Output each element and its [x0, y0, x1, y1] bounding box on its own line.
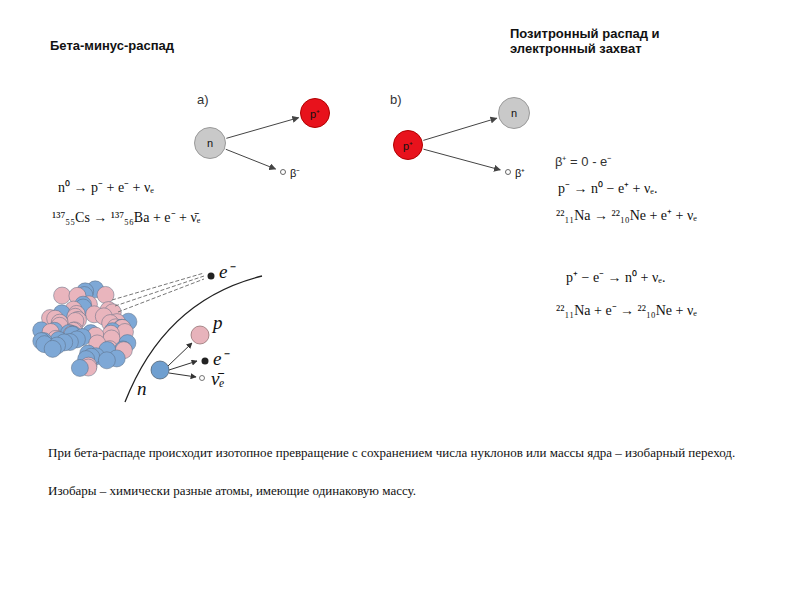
particle-label: p: [213, 312, 223, 334]
decay-arrow: [226, 149, 276, 169]
decay-arrow: [226, 118, 298, 139]
particle-circle: n: [194, 127, 226, 159]
particle-label: e⁻: [213, 345, 227, 371]
reaction-formula: ¹³⁷₅₅Cs → ¹³⁷₅₆Ba + e⁻ + ν̄ₑ: [52, 207, 200, 226]
particle-label: n: [137, 378, 147, 400]
electron-dot: [208, 273, 215, 280]
decay-arrow: [423, 118, 496, 140]
particle-circle: p⁺: [393, 130, 423, 160]
particle-dot: [505, 169, 511, 175]
section-heading: Позитронный распад и электронный захват: [510, 26, 740, 56]
particle-symbol: n: [207, 137, 213, 149]
particle-marker: β⁺: [505, 164, 525, 181]
particle-symbol: p⁺: [310, 106, 320, 121]
reaction-formula: p⁻ → n⁰ − e⁺ + νₑ.: [558, 178, 657, 197]
note-text: Изобары – химически разные атомы, имеющи…: [48, 482, 748, 501]
reaction-formula: p⁺ − e⁻ → n⁰ + νₑ.: [566, 267, 665, 286]
particle-circle: n: [498, 97, 530, 129]
particle-symbol: β⁻: [290, 165, 300, 180]
nucleon: [71, 359, 88, 376]
nucleus: [33, 281, 137, 377]
reaction-formula: ²²₁₁Na + e⁻ → ²²₁₀Ne + νₑ: [556, 300, 697, 319]
particle-circle: p⁺: [300, 98, 330, 128]
particle-symbol: β⁺: [515, 165, 525, 180]
nucleon: [97, 286, 114, 303]
particle-marker: β⁻: [280, 164, 300, 181]
reaction-formula: ²²₁₁Na → ²²₁₀Ne + e⁺ + νₑ: [556, 205, 697, 224]
panel-letter: b): [390, 92, 402, 107]
reaction-formula: n⁰ → p⁻ + e⁻ + νₑ: [58, 177, 154, 196]
particle-label: ν̄ₑ: [211, 368, 224, 390]
note-text: При бета-распаде происходит изотопное пр…: [48, 444, 748, 463]
nucleon: [98, 352, 115, 369]
panel-letter: a): [197, 92, 209, 107]
positron-definition: β⁺ = 0 - e⁻: [555, 152, 611, 170]
particle-dot: [280, 169, 286, 175]
emitted-electron-track: [112, 273, 204, 312]
decay-arrow: [423, 149, 500, 170]
particle-label: e⁻: [219, 258, 233, 284]
particle-symbol: p⁺: [403, 138, 413, 153]
nucleon: [44, 340, 61, 357]
nucleus-boundary-arc: [125, 276, 262, 402]
neutron-decay: [151, 326, 209, 381]
nucleon: [54, 287, 71, 304]
particle-symbol: n: [511, 107, 517, 119]
section-heading: Бета-минус-распад: [50, 38, 174, 53]
